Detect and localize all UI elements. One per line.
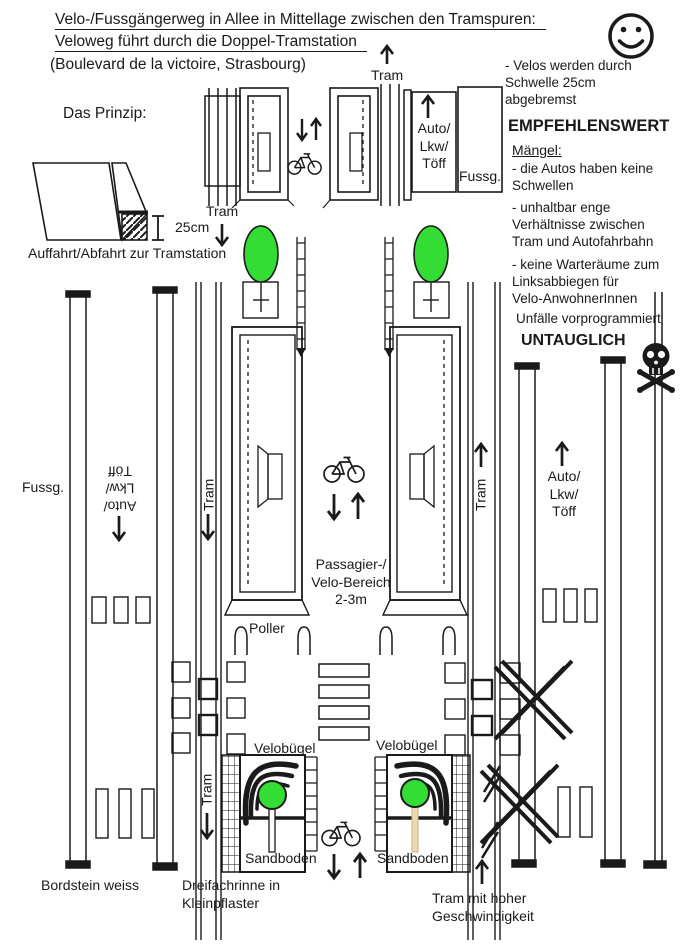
curb-left-outer — [65, 290, 91, 869]
velo-direction-arrows-top — [296, 116, 322, 143]
label-tram-left: Tram — [200, 478, 217, 511]
label-bollard: Poller — [249, 620, 285, 636]
crossing-pads-left — [171, 661, 246, 755]
platform-main-left — [223, 326, 311, 616]
tree-crown — [400, 778, 430, 808]
zebra-crossing-left-upper — [91, 596, 151, 624]
curb-right-inner — [511, 362, 540, 868]
auto-lane-top — [411, 91, 457, 193]
tree-crown — [257, 780, 287, 810]
tree — [413, 225, 450, 319]
defect-item: - unhaltbar enge Verhältnisse zwischen T… — [512, 200, 654, 249]
label-tram-title: Tram — [371, 67, 404, 83]
label-gutter: Dreifachrinne in Kleinpflaster — [182, 877, 281, 911]
bollards — [234, 626, 456, 655]
defects-heading: Mängel: — [512, 142, 562, 158]
danger-cross-upper — [493, 659, 574, 741]
bicycle-icon — [321, 821, 361, 847]
bicycle-icon — [323, 456, 365, 483]
tree — [242, 225, 279, 319]
auto-arrow-right-up — [554, 440, 570, 466]
ramp-drawing — [32, 162, 164, 242]
measure-25cm — [152, 215, 164, 241]
tree-fronds — [394, 761, 450, 826]
label-fussg-top: Fussg. — [459, 168, 502, 184]
tree-trunk — [411, 803, 419, 853]
tram-arrow-bottom-left — [199, 813, 215, 841]
tram-arrow-bottom-right — [474, 858, 490, 884]
auto-arrow-top — [420, 93, 436, 118]
label-tram-top-left: Tram — [206, 203, 239, 219]
label-ramp-height: 25cm — [175, 219, 210, 235]
zebra-crossing-left-lower — [95, 788, 155, 839]
label-auto-lane-right: Auto/ Lkw/ Töff — [547, 468, 581, 519]
auto-arrow-left-down — [111, 516, 127, 543]
label-passenger-area: Passagier-/ Velo-Bereich 2-3m — [311, 556, 391, 607]
label-fussg-left: Fussg. — [22, 479, 65, 495]
tram-arrow-right-up — [473, 441, 489, 467]
tram-arrow-left-down — [200, 514, 216, 542]
zebra-crossing-right-upper — [542, 588, 598, 623]
verdict-good: EMPFEHLENSWERT — [508, 117, 670, 135]
skull-crossbones-icon — [637, 343, 675, 393]
defect-item: - keine Warteräume zum Linksabbiegen für… — [512, 257, 660, 306]
platform-main-right — [381, 326, 469, 616]
note-accidents: Unfälle vorprogrammiert — [516, 311, 661, 326]
label-bike-rack-right: Velobügel — [376, 737, 438, 753]
ramp-ladder-right — [384, 237, 394, 357]
label-ramp: Auffahrt/Abfahrt zur Tramstation — [28, 245, 227, 261]
curb-right-outer — [600, 356, 626, 868]
page-title-line1: Velo-/Fussgängerweg in Allee in Mittella… — [55, 10, 546, 31]
smiley-icon — [608, 13, 654, 59]
tree-box-left — [221, 754, 318, 873]
tram-speed-marks — [480, 765, 502, 859]
label-bike-rack-left: Velobügel — [254, 740, 316, 756]
label-auto-lane-top: Auto/ Lkw/ Töff — [417, 120, 451, 171]
page-title-line2: Veloweg führt durch die Doppel-Tramstati… — [55, 32, 367, 53]
tram-arrow-top-left — [214, 224, 230, 248]
label-tram-speed: Tram mit hoher Geschwindigkeit — [432, 890, 534, 924]
tree-trunk — [268, 805, 276, 853]
bicycle-icon — [287, 153, 322, 175]
fussg-lane-top — [457, 86, 503, 193]
bike-rack-grid — [451, 754, 471, 873]
tree-box-right — [374, 754, 471, 873]
zebra-crossing-right-lower — [557, 786, 593, 838]
crosswalk-center-stripes — [318, 663, 370, 741]
page-title-line3: (Boulevard de la victoire, Strasbourg) — [50, 56, 306, 73]
defect-item: - die Autos haben keine Schwellen — [512, 161, 654, 193]
platform-top-left — [231, 87, 295, 209]
label-tram-bottom-left: Tram — [198, 773, 215, 806]
label-auto-lane-left: Auto/ Lkw/ Töff — [103, 463, 137, 515]
heading-principle: Das Prinzip: — [63, 105, 147, 122]
note-pro: - Velos werden durch Schwelle 25cm abgeb… — [505, 58, 632, 107]
label-curb: Bordstein weiss — [41, 877, 140, 893]
tram-rails-left — [195, 282, 222, 940]
label-tram-right: Tram — [472, 478, 489, 511]
tram-tracks-top-right — [380, 84, 412, 206]
velo-direction-arrows-center — [326, 491, 366, 522]
bike-rack-grid — [221, 754, 241, 873]
crossing-pads-right — [444, 662, 521, 756]
tree-fronds — [242, 761, 299, 826]
platform-top-right — [322, 87, 379, 209]
velo-direction-arrows-bottom — [326, 851, 368, 881]
tram-tracks-top-left — [204, 88, 241, 206]
verdict-bad: UNTAUGLICH — [521, 332, 626, 349]
label-sand-left: Sandboden — [245, 850, 317, 866]
danger-cross-lower — [479, 763, 560, 845]
ramp-ladder-left — [296, 237, 306, 357]
label-sand-right: Sandboden — [377, 850, 449, 866]
curb-left-inner — [152, 286, 178, 871]
tram-arrow-title — [379, 43, 395, 64]
